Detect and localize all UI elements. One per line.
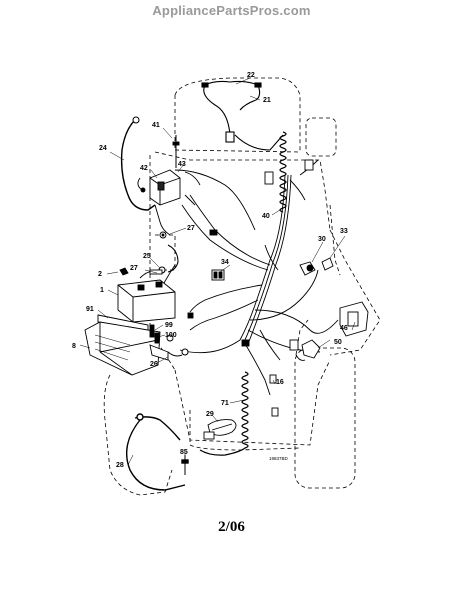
watermark: AppliancePartsPros.com	[152, 3, 311, 18]
callout-34: 34	[221, 259, 229, 266]
main-harness	[154, 159, 339, 396]
callout-41: 41	[152, 122, 160, 129]
callout-29: 29	[206, 411, 214, 418]
callout-28: 28	[116, 462, 124, 469]
upper-wire-21-22	[201, 80, 284, 151]
callout-16: 16	[276, 379, 284, 386]
callout-26: 26	[150, 361, 158, 368]
connectors-right	[187, 159, 369, 417]
callout-43: 43	[178, 161, 186, 168]
callout-2: 2	[98, 271, 102, 278]
callout-25: 25	[143, 253, 151, 260]
seat-switch-29	[203, 419, 237, 440]
battery-cable-24	[120, 116, 156, 211]
cable-26	[167, 348, 189, 357]
callout-30: 30	[318, 236, 326, 243]
callout-46: 46	[340, 325, 348, 332]
callout-85: 85	[180, 449, 188, 456]
callout-22: 22	[247, 72, 255, 79]
callout-91: 91	[86, 306, 94, 313]
callout-27-battery: 27	[130, 265, 138, 272]
ground-cable-28	[126, 413, 189, 491]
coiled-harness-71	[199, 371, 249, 456]
callout-50: 50	[334, 339, 342, 346]
callout-71: 71	[221, 400, 229, 407]
callout-24: 24	[99, 145, 107, 152]
callout-100: 100	[165, 332, 177, 339]
drawing-code: 19837BD	[269, 456, 289, 461]
callout-labels: 22 21 24 41 43 42 27 25 27 2 1 91 99 100…	[72, 72, 348, 469]
callout-42: 42	[140, 165, 148, 172]
callout-27-top: 27	[187, 225, 195, 232]
battery-tray	[84, 314, 174, 376]
leader-lines	[79, 77, 356, 466]
callout-33: 33	[340, 228, 348, 235]
starter-solenoid	[137, 135, 201, 239]
callout-40: 40	[262, 213, 270, 220]
callout-99: 99	[165, 322, 173, 329]
callout-21: 21	[263, 97, 271, 104]
callout-1: 1	[100, 287, 104, 294]
callout-8: 8	[72, 343, 76, 350]
battery	[117, 267, 176, 323]
coiled-harness-40	[279, 131, 287, 213]
page-number: 2/06	[218, 519, 245, 535]
